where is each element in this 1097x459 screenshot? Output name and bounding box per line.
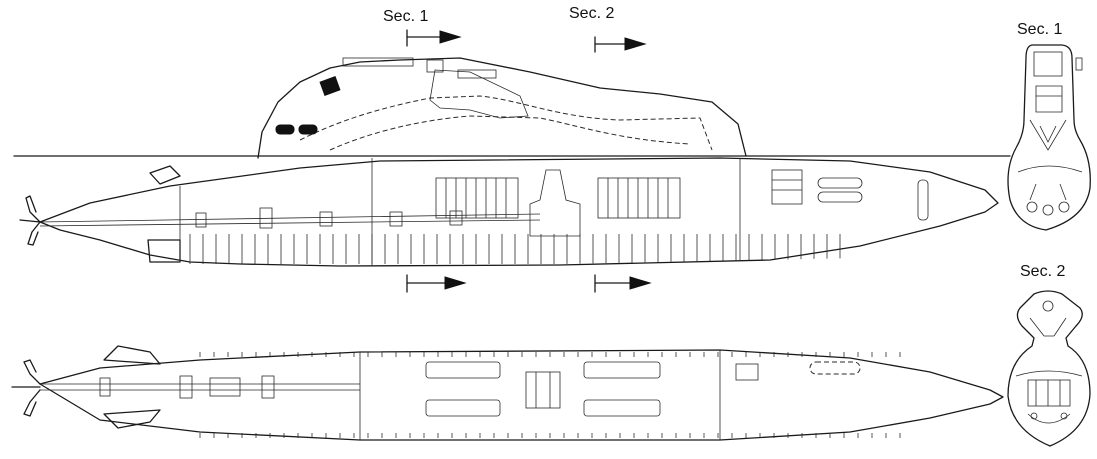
side-propeller-icon — [19, 195, 41, 246]
plan-coupling-1 — [99, 377, 111, 397]
section2-ribs — [1029, 317, 1067, 337]
plan-propeller-icon — [11, 359, 41, 417]
side-forward-tank — [771, 169, 803, 205]
section2-periscope-tube — [1042, 300, 1054, 312]
side-coupling-2 — [259, 207, 273, 229]
plan-battery-fwd-port — [583, 361, 661, 379]
plan-stern-fin-port — [103, 345, 161, 365]
side-coupling-1 — [195, 212, 207, 228]
side-mast-housing — [457, 69, 497, 79]
side-battery-cells-aft — [445, 178, 507, 218]
plan-torpedo-tube — [809, 361, 861, 375]
section2-pipe-left — [1030, 412, 1038, 420]
section2-cross-section — [1007, 290, 1091, 447]
side-elevation-view — [19, 57, 999, 267]
plan-battery-aft-port — [425, 361, 501, 379]
side-bow-fixture — [917, 179, 929, 221]
side-section1-arrow-bottom — [406, 274, 467, 293]
side-top-rail — [342, 57, 414, 67]
side-battery-block-fwd — [597, 177, 681, 219]
side-stern-fin-lower — [147, 239, 181, 263]
side-stern-fin-upper — [149, 165, 181, 185]
section2-outline — [1007, 290, 1091, 447]
section2-machinery — [1027, 379, 1071, 407]
section1-pipe-right — [1058, 201, 1070, 213]
side-section2-label: Sec. 2 — [569, 5, 615, 22]
plan-forward-tank — [735, 363, 759, 381]
plan-coupling-4 — [261, 375, 275, 399]
side-hull-outline — [39, 157, 999, 267]
side-section2-arrow-top — [594, 36, 647, 53]
plan-view — [11, 345, 1004, 441]
section1-trunk — [1035, 85, 1063, 113]
section1-pipe-center — [1042, 204, 1054, 216]
side-battery-block-aft — [435, 177, 519, 219]
side-window-left — [275, 124, 295, 135]
section1-view-title: Sec. 1 — [1017, 21, 1063, 38]
side-section2-arrow-bottom — [594, 274, 652, 293]
section2-view-title: Sec. 2 — [1020, 263, 1066, 280]
plan-bulkheads — [359, 350, 721, 440]
side-battery-cells-fwd — [607, 178, 669, 218]
plan-coupling-2 — [179, 375, 193, 399]
plan-battery-fwd-starboard — [583, 399, 661, 417]
side-section1-arrow-top — [406, 29, 462, 47]
section1-pipe-left — [1026, 201, 1038, 213]
plan-battery-aft-starboard — [425, 399, 501, 417]
side-tower-internal-trunk-2 — [329, 115, 691, 151]
side-central-motor — [529, 169, 581, 237]
side-coupling-4 — [389, 211, 403, 227]
plan-central-motor — [525, 371, 561, 409]
side-window-right — [298, 124, 318, 135]
section1-struts — [1029, 183, 1067, 201]
side-torpedo-tube-upper — [817, 177, 863, 189]
side-mast-base — [426, 59, 444, 73]
section2-keel — [1027, 413, 1071, 424]
section1-outline — [1007, 44, 1091, 231]
plan-hull-frames — [199, 352, 901, 438]
section1-hatch — [1033, 51, 1063, 77]
section1-side-fitting — [1075, 57, 1083, 71]
side-tower-internal-trunk — [299, 95, 713, 151]
side-section1-label: Sec. 1 — [383, 8, 429, 25]
section2-deck — [1015, 370, 1083, 377]
plan-stern-fin-starboard — [103, 409, 161, 429]
section1-ribs — [1029, 119, 1067, 151]
side-propeller-shaft-lower — [39, 219, 541, 227]
side-hatch-block — [319, 76, 341, 96]
plan-central-motor-lines — [535, 372, 551, 408]
section1-cross-section — [1007, 44, 1091, 231]
section1-deck — [1017, 165, 1083, 173]
plan-hull-outline — [39, 349, 1004, 441]
side-propeller-shaft — [39, 213, 541, 223]
side-bulkheads — [179, 158, 741, 266]
plan-coupling-3 — [209, 377, 241, 397]
side-periscope-fairing — [429, 69, 529, 119]
side-conning-tower — [257, 57, 747, 159]
section2-pipe-right — [1060, 412, 1068, 420]
side-coupling-3 — [319, 211, 333, 227]
side-forward-tank-lines — [772, 179, 802, 191]
side-torpedo-tube-lower — [817, 191, 863, 203]
section2-machinery-lines — [1035, 380, 1061, 406]
side-hull-frames — [189, 234, 841, 264]
